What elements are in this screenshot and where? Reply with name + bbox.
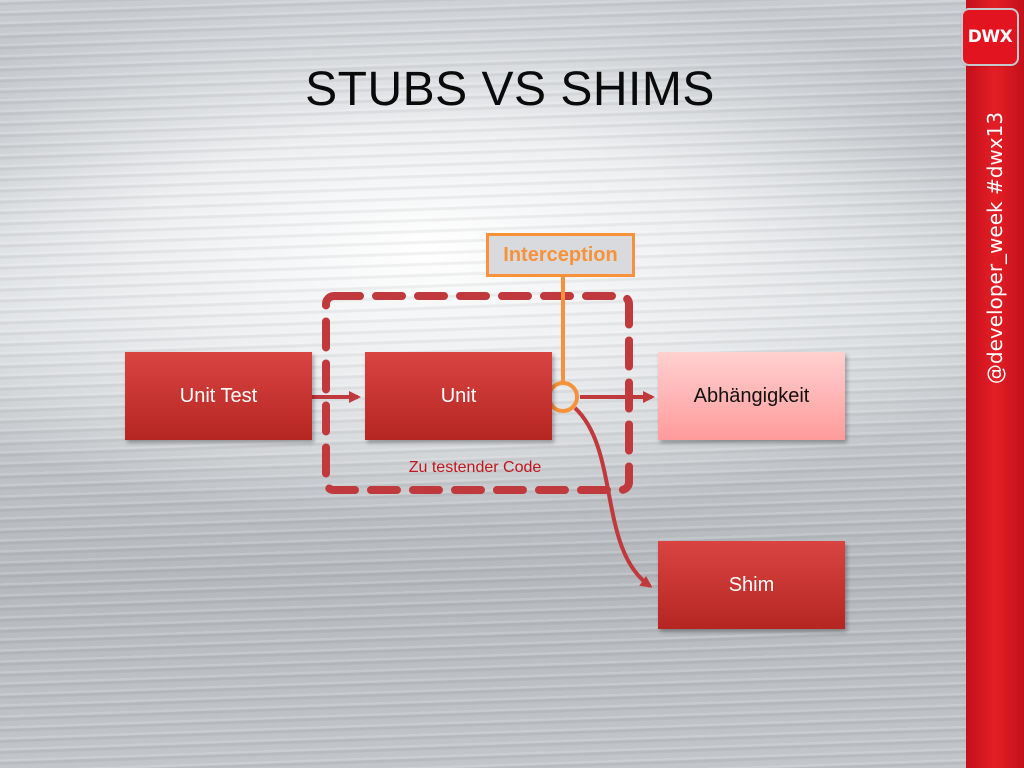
code-under-test-label: Zu testender Code (408, 459, 542, 476)
shim-label: Shim (728, 573, 775, 596)
shim-box: Shim (658, 541, 845, 629)
unit-test-box: Unit Test (125, 352, 312, 440)
logo-text: DWX (967, 27, 1013, 47)
dependency-box: Abhängigkeit (658, 352, 845, 440)
dwx-logo: DWX (963, 10, 1017, 64)
arrow-unit-to-shim (573, 406, 653, 588)
code-under-test-region (322, 292, 633, 494)
slide-title: STUBS VS SHIMS (305, 63, 715, 116)
interception-label-box: Interception (486, 233, 635, 277)
interception-point (547, 381, 579, 413)
unit-test-label: Unit Test (179, 384, 258, 407)
unit-label: Unit (440, 384, 477, 407)
brand-sidebar (966, 0, 1024, 768)
dependency-label: Abhängigkeit (693, 384, 810, 407)
interception-label: Interception (503, 243, 618, 266)
unit-box: Unit (365, 352, 552, 440)
